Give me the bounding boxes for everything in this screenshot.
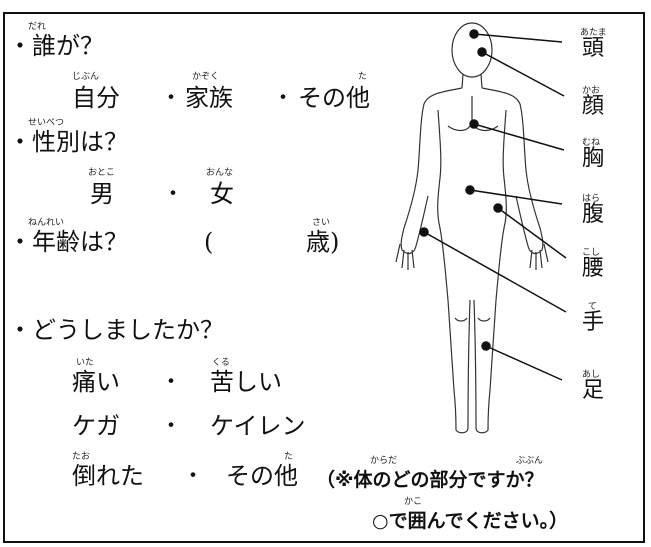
- body-part-head[interactable]: 頭: [582, 36, 605, 61]
- leg-furigana: あし: [582, 370, 601, 380]
- age-unit-furigana: さい: [312, 218, 331, 228]
- body-part-hand[interactable]: 手: [582, 310, 605, 335]
- symptom-injury[interactable]: ケガ: [72, 412, 120, 440]
- hand-furigana: て: [588, 302, 598, 312]
- pain-furigana: いた: [76, 358, 95, 368]
- symptom-suffering[interactable]: 苦しい: [210, 368, 282, 396]
- face-furigana: かお: [582, 86, 601, 96]
- abdomen-furigana: はら: [582, 194, 601, 204]
- what-question: ・どうしましたか？: [8, 316, 224, 344]
- body-part-chest[interactable]: 胸: [582, 146, 605, 171]
- body-part-face[interactable]: 顔: [582, 94, 605, 119]
- age-open-paren: (: [204, 228, 214, 256]
- chest-furigana: むね: [582, 138, 601, 148]
- sex-furigana: せいべつ: [28, 118, 65, 128]
- head-furigana: あたま: [580, 28, 607, 38]
- who-separator-2: ・: [272, 86, 295, 111]
- who-furigana: だれ: [28, 22, 47, 32]
- who-separator-1: ・: [160, 86, 183, 111]
- sex-separator: ・: [162, 182, 185, 207]
- symptom-convulsion[interactable]: ケイレン: [210, 412, 306, 440]
- instruction-furigana-part: ぶぶん: [516, 456, 544, 466]
- sex-question: ・性別は？: [8, 128, 128, 156]
- collapsed-furigana: たお: [72, 452, 91, 462]
- instruction-furigana-body: からだ: [370, 456, 398, 466]
- symptom-other[interactable]: その他: [226, 462, 298, 490]
- who-option-3-furigana: た: [358, 72, 368, 82]
- instruction-line-2: ○で囲んでください。）: [372, 510, 569, 532]
- body-part-leg[interactable]: 足: [582, 378, 605, 403]
- age-unit: 歳): [306, 228, 340, 256]
- symptom-pain[interactable]: 痛い: [72, 368, 120, 396]
- body-part-abdomen[interactable]: 腹: [582, 202, 605, 227]
- waist-furigana: こし: [582, 248, 601, 258]
- instruction-furigana-circle: かこ: [404, 497, 423, 507]
- who-option-2-furigana: かぞく: [192, 72, 220, 82]
- suffering-furigana: くる: [212, 358, 230, 368]
- row2-separator: ・: [160, 414, 183, 439]
- row3-separator: ・: [182, 464, 205, 489]
- sex-option-female[interactable]: 女: [210, 180, 234, 208]
- form-frame: [3, 12, 645, 543]
- other-furigana: た: [284, 452, 294, 462]
- age-question: ・年齢は？: [8, 228, 128, 256]
- symptom-collapsed[interactable]: 倒れた: [72, 462, 144, 490]
- sex-option-male[interactable]: 男: [90, 180, 114, 208]
- sex-option-2-furigana: おんな: [206, 168, 234, 178]
- age-input-area[interactable]: [228, 228, 308, 256]
- who-question: ・誰が？: [8, 32, 104, 60]
- row1-separator: ・: [160, 370, 183, 395]
- who-option-self[interactable]: 自分: [72, 84, 120, 112]
- who-option-family[interactable]: 家族: [185, 84, 233, 112]
- instruction-line-1: （※体のどの部分ですか？: [316, 469, 544, 491]
- who-option-other[interactable]: その他: [298, 84, 370, 112]
- sex-option-1-furigana: おとこ: [88, 168, 116, 178]
- who-option-1-furigana: じぶん: [72, 72, 100, 82]
- body-part-waist[interactable]: 腰: [582, 256, 605, 281]
- age-furigana: ねんれい: [28, 218, 65, 228]
